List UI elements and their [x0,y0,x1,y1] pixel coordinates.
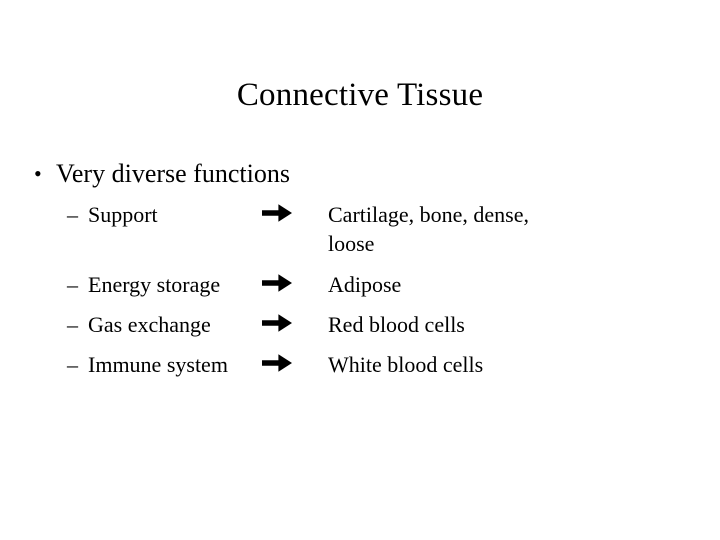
arrow-cell [262,350,328,373]
list-item: – Support Cartilage, bone, dense, loose [0,200,720,258]
function-label-cell: – Energy storage [0,270,262,299]
function-description-cell: Cartilage, bone, dense, loose [328,200,596,258]
function-description-cell: Adipose [328,270,596,299]
arrow-cell [262,270,328,293]
function-label: Gas exchange [88,312,211,337]
bullet-item-label: Very diverse functions [56,159,290,188]
bullet-item-very-diverse-functions: • Very diverse functions [0,158,720,190]
sub-bullet-dash-icon: – [67,312,78,337]
function-label-cell: – Gas exchange [0,310,262,339]
function-description-line: White blood cells [328,352,484,377]
heavy-right-arrow-icon [262,204,292,222]
bullet-marker-icon: • [34,161,42,186]
heavy-right-arrow-icon [262,274,292,292]
function-description-line: Adipose [328,272,402,297]
sub-bullet-dash-icon: – [67,202,78,227]
heavy-right-arrow-icon [262,354,292,372]
page-title: Connective Tissue [236,77,484,113]
function-label-cell: – Support [0,200,262,229]
function-description-line: loose [328,231,375,256]
arrow-cell [262,310,328,333]
list-item: – Immune system White blood cells [0,350,720,379]
function-label: Support [88,202,158,227]
function-label-cell: – Immune system [0,350,262,379]
sub-bullet-dash-icon: – [67,272,78,297]
list-item: – Energy storage Adipose [0,270,720,299]
function-label: Immune system [88,352,228,377]
slide-body: • Very diverse functions – Support Carti… [0,158,720,379]
heavy-right-arrow-icon [262,314,292,332]
function-list: – Support Cartilage, bone, dense, loose … [0,200,720,379]
list-item: – Gas exchange Red blood cells [0,310,720,339]
function-description-line: Cartilage, bone, dense, [328,202,529,227]
function-description-cell: Red blood cells [328,310,596,339]
arrow-cell [262,200,328,223]
function-description-line: Red blood cells [328,312,465,337]
function-description-cell: White blood cells [328,350,596,379]
function-label: Energy storage [88,272,221,297]
sub-bullet-dash-icon: – [67,352,78,377]
